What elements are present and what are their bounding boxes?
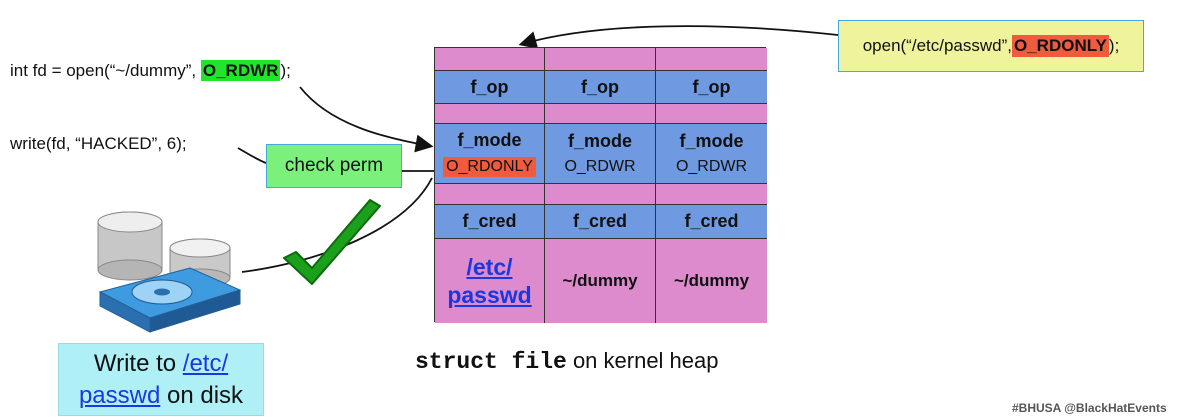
f-mode-cell: f_mode O_RDWR — [545, 124, 656, 184]
spacer-cell — [435, 48, 545, 71]
spacer-cell — [545, 48, 656, 71]
f-mode-label: f_mode — [457, 130, 522, 150]
caption-struct-file: struct file — [415, 349, 567, 375]
footer-hashtags: #BHUSA @BlackHatEvents — [1012, 401, 1167, 415]
write-call: write(fd, “HACKED”, 6); — [10, 134, 187, 153]
spacer-cell — [545, 184, 656, 205]
f-cred-cell: f_cred — [545, 205, 656, 239]
f-op-cell: f_op — [545, 71, 656, 104]
f-cred-cell: f_cred — [656, 205, 767, 239]
path-etc-line2[interactable]: passwd — [447, 282, 532, 308]
spacer-cell — [435, 184, 545, 205]
arrow-open-dummy-to-fmode — [299, 86, 434, 153]
open-dummy-suffix: ); — [280, 61, 291, 80]
f-mode-cell: f_mode O_RDWR — [656, 124, 767, 184]
check-perm-box: check perm — [266, 144, 402, 188]
spacer-cell — [656, 184, 767, 205]
path-cell: ~/dummy — [656, 239, 767, 323]
f-mode-value: O_RDWR — [675, 158, 748, 175]
f-mode-value: O_RDONLY — [443, 157, 536, 177]
f-op-cell: f_op — [656, 71, 767, 104]
f-mode-label: f_mode — [679, 131, 744, 151]
write-disk-link-1[interactable]: /etc/ — [182, 350, 229, 377]
f-op-cell: f_op — [435, 71, 545, 104]
struct-file-table: f_op f_op f_op f_mode O_RDONLY f_mode O_… — [434, 47, 767, 323]
path-cell: /etc/ passwd — [435, 239, 545, 323]
flag-o-rdwr: O_RDWR — [200, 60, 281, 81]
open-dummy-prefix: int fd = open(“~/dummy”, — [10, 61, 201, 80]
flag-o-rdonly: O_RDONLY — [1012, 35, 1109, 57]
path-etc-line1[interactable]: /etc/ — [466, 254, 513, 280]
spacer-cell — [656, 104, 767, 124]
line-mode-to-disk — [241, 177, 433, 273]
f-mode-cell: f_mode O_RDONLY — [435, 124, 545, 184]
struct-caption: struct file on kernel heap — [415, 348, 719, 375]
f-mode-value: O_RDWR — [564, 158, 636, 175]
write-disk-prefix: Write to — [93, 350, 183, 377]
checkmark-icon — [283, 199, 381, 285]
write-to-disk-box: Write to /etc/ passwd on disk — [58, 343, 264, 416]
path-cell: ~/dummy — [545, 239, 656, 323]
spacer-cell — [656, 48, 767, 71]
f-mode-label: f_mode — [567, 131, 632, 151]
database-disk-icon — [97, 211, 242, 333]
write-disk-link-2[interactable]: passwd — [78, 382, 161, 409]
arrow-open-to-struct — [518, 25, 839, 49]
open-passwd-box: open(“/etc/passwd”, O_RDONLY); — [838, 20, 1144, 72]
open-dummy-call: int fd = open(“~/dummy”, O_RDWR); — [10, 60, 291, 81]
open-passwd-prefix: open(“/etc/passwd”, — [862, 36, 1012, 55]
write-disk-suffix: on disk — [160, 382, 244, 409]
f-cred-cell: f_cred — [435, 205, 545, 239]
spacer-cell — [545, 104, 656, 124]
spacer-cell — [435, 104, 545, 124]
open-passwd-suffix: ); — [1108, 36, 1120, 55]
line-write-to-check — [237, 147, 267, 164]
caption-rest: on kernel heap — [566, 348, 719, 373]
